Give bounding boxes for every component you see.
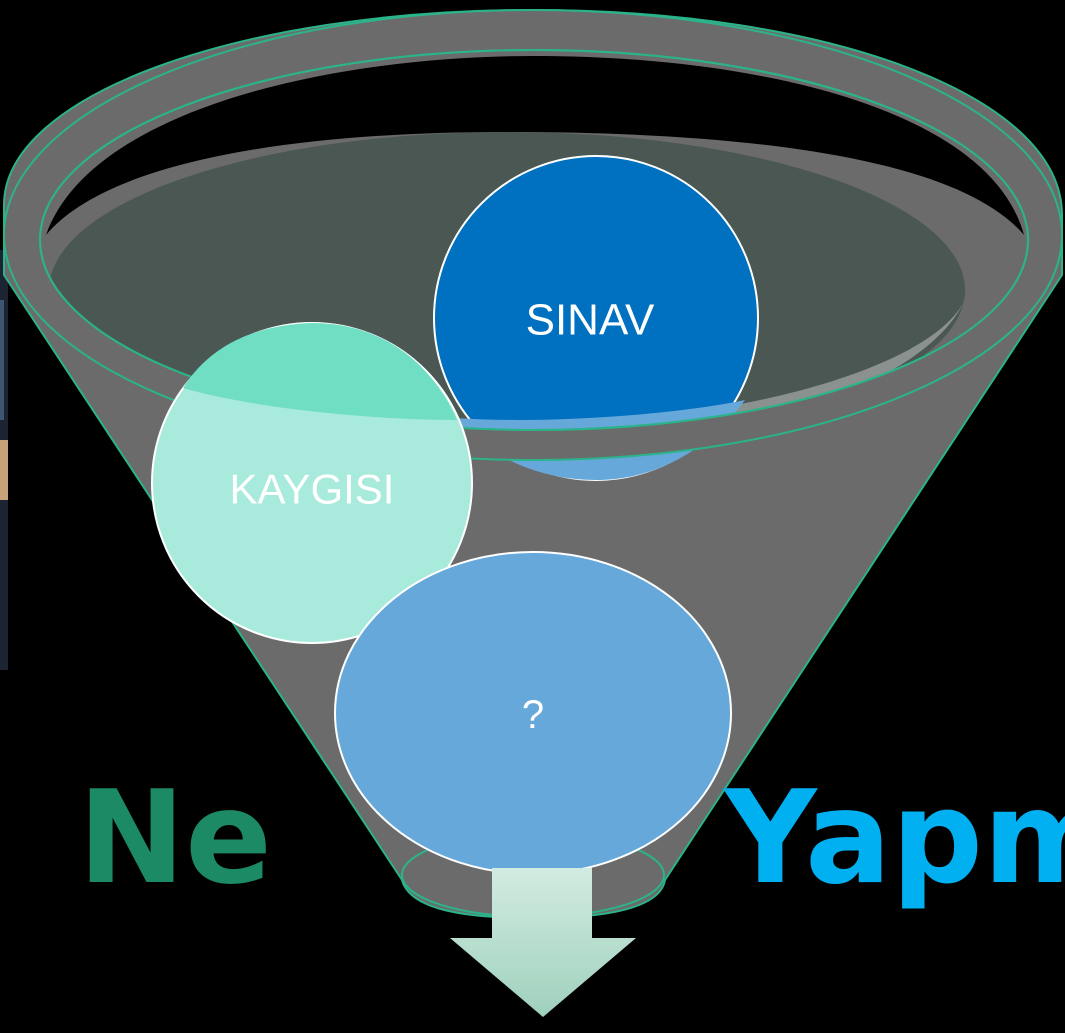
funnel-rim-inner-edge (39, 49, 1029, 431)
funnel-rim-opening (46, 56, 1024, 235)
bubble-anxiety-label: KAYGISI (230, 466, 395, 513)
bubble-anxiety-upper-tint (183, 323, 457, 420)
bubble-question-label: ? (522, 693, 544, 737)
heading-word-right: Yapm (722, 764, 1065, 913)
left-edge-photo-fragment (0, 250, 8, 670)
bubble-anxiety (151, 322, 473, 644)
down-arrow (450, 868, 636, 1017)
heading-word-left: Ne (78, 764, 272, 913)
bubble-exam-label: SINAV (526, 296, 655, 345)
